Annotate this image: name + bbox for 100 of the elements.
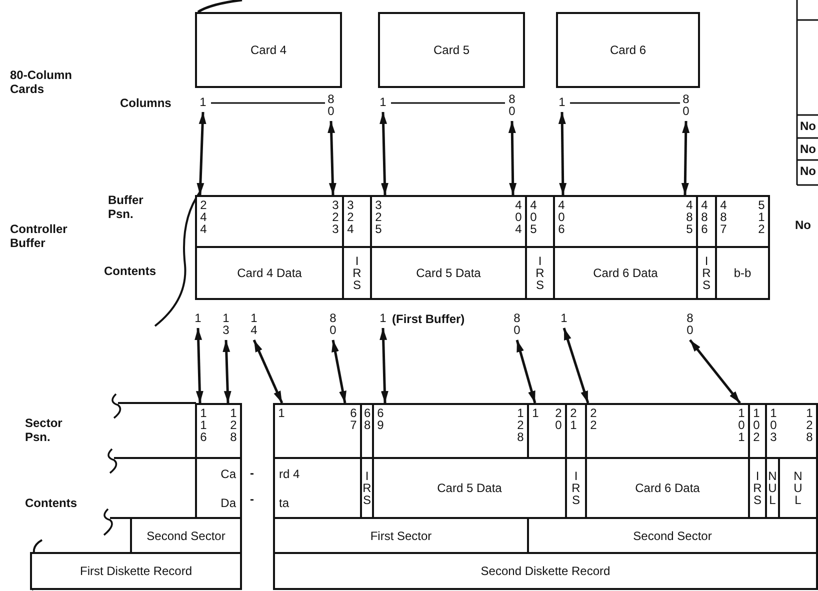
cell-text: Ca [220,466,236,480]
position-number: 116 [199,407,208,443]
row-label: Controller Buffer [10,222,68,250]
cell-text: ta [279,496,290,510]
position-number: 21 [569,407,578,431]
position-number: 128 [229,407,238,443]
double-arrow [508,120,517,196]
position-cell [195,403,242,459]
row-label: Sector Psn. [25,416,64,444]
cell-text: IRS [702,255,711,291]
column-number: 1 [379,96,387,110]
data-cell [715,246,770,300]
bar-label: First Sector [370,528,432,542]
double-arrow [252,340,284,404]
cell-text: Card 4 Data [237,266,302,280]
double-arrow [194,328,204,404]
position-number: 128 [516,407,525,443]
bar-label: Second Sector [146,528,226,542]
cell-text: Card 5 Data [437,481,502,495]
data-cell [195,246,344,300]
punch-card [378,12,525,88]
position-number: 69 [376,407,385,431]
position-number: 1 [531,407,540,419]
column-number: 80 [329,312,337,338]
column-number: 13 [222,312,230,338]
position-cell [195,195,344,248]
cell-text: Da [220,496,236,510]
double-arrow [689,339,741,404]
cell-text: IRS [536,255,544,291]
cell-text: IRS [753,470,762,506]
column-number: 1 [560,312,568,326]
double-arrow [562,328,590,404]
record-bar [273,552,818,590]
column-number: 80 [513,312,521,338]
record-bar [30,552,242,590]
position-number: 102 [752,407,761,443]
card-label: Card 6 [610,43,646,57]
row-label: Buffer Psn. [108,193,144,221]
cell-text: Card 6 Data [593,266,658,280]
punch-card [556,12,700,88]
double-arrow [380,328,388,404]
column-number: 1 [379,312,387,326]
cell-text: NUL [768,470,777,506]
position-number: 1 [277,407,286,419]
position-number: 512 [757,199,766,235]
bar-label: Second Diskette Record [480,564,610,578]
row-label: Columns [120,96,172,110]
continuation-mark: - [250,466,254,480]
position-number: 323 [331,199,340,235]
column-number: 1 [199,96,207,110]
position-number: 101 [737,407,746,443]
punch-card [195,12,342,88]
double-arrow [558,112,567,196]
card-label: Card 4 [250,43,287,57]
continuation-mark: No [800,119,816,133]
column-number: 14 [250,312,258,338]
position-number: 325 [374,199,383,235]
column-number: 1 [558,96,566,110]
double-arrow [516,340,536,404]
column-number: 80 [327,93,335,119]
position-number: 485 [685,199,694,235]
double-arrow [222,340,232,404]
position-number: 404 [514,199,523,235]
position-number: 103 [769,407,778,443]
double-arrow [380,112,388,196]
position-number: 487 [719,199,728,235]
position-number: 67 [349,407,358,431]
position-number: 68 [364,407,371,431]
note-text: (First Buffer) [392,312,465,326]
position-number: 324 [346,199,355,235]
position-cell [273,403,362,459]
column-number: 1 [194,312,202,326]
cell-text: IRS [362,470,372,506]
column-number: 80 [682,93,690,119]
double-arrow [328,120,336,196]
data-cell [195,457,242,519]
cell-text: IRS [352,255,362,291]
cell-text: IRS [572,470,580,506]
position-number: 128 [805,407,814,443]
cell-text: Card 5 Data [416,266,481,280]
continuation-mark: No [800,164,816,178]
bar-label: First Diskette Record [80,564,192,578]
position-cell [715,195,770,248]
cell-text: rd 4 [279,466,300,480]
position-cell [765,403,818,459]
continuation-mark: No [800,142,816,156]
double-arrow [196,112,206,196]
bar-label: Second Sector [633,528,712,542]
row-label: Contents [25,496,77,510]
column-number: 80 [686,312,694,338]
position-number: 244 [199,199,208,235]
continuation-mark: No [795,218,811,232]
column-number: 80 [508,93,516,119]
double-arrow [681,120,690,196]
cell-text: Card 6 Data [635,481,700,495]
position-number: 20 [554,407,563,431]
cell-text: NUL [794,470,802,506]
leader-line [197,0,242,14]
sector-bar [130,517,242,554]
row-label: 80-Column Cards [10,68,74,96]
